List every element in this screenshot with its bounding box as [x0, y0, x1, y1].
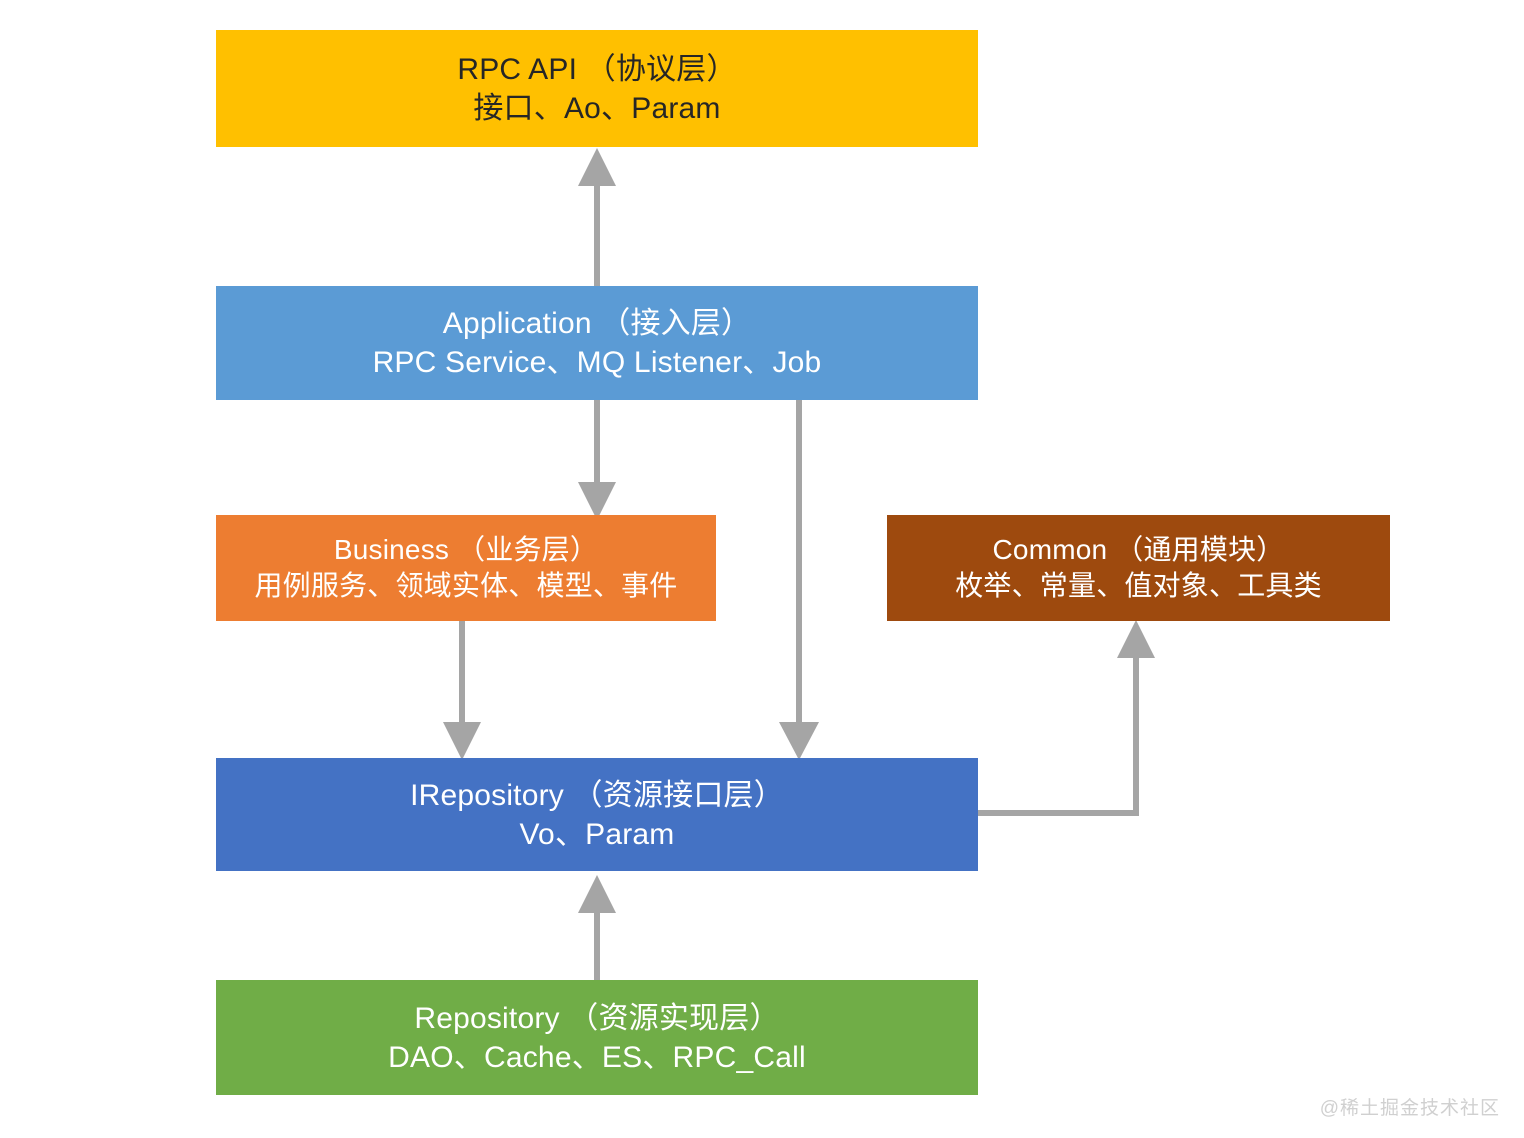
- watermark: @稀土掘金技术社区: [1319, 1098, 1500, 1119]
- layer-box-rpc-api[interactable]: RPC API （协议层） 接口、Ao、Param: [216, 30, 978, 147]
- layer-title-common: Common （通用模块）: [992, 533, 1285, 565]
- layer-title-business: Business （业务层）: [333, 533, 599, 565]
- arrow-repository-to-irepository: [578, 875, 616, 980]
- layer-title-application: Application （接入层）: [442, 307, 752, 340]
- arrow-application-to-rpc-api: [578, 148, 616, 286]
- arrow-application-to-business: [578, 400, 616, 520]
- arrow-application-to-irepository: [779, 400, 819, 760]
- layer-title-repository: Repository （资源实现层）: [414, 1001, 780, 1035]
- layer-box-application[interactable]: Application （接入层） RPC Service、MQ Listene…: [216, 286, 978, 400]
- arrow-business-to-irepository: [443, 621, 481, 760]
- layer-box-repository[interactable]: Repository （资源实现层） DAO、Cache、ES、RPC_Call: [216, 980, 978, 1095]
- layer-subtitle-irepository: Vo、Param: [519, 817, 675, 851]
- layer-title-irepository: IRepository （资源接口层）: [410, 778, 784, 812]
- layer-title-rpc-api: RPC API （协议层）: [457, 52, 737, 86]
- arrow-irepository-to-common: [977, 620, 1155, 816]
- layer-subtitle-rpc-api: 接口、Ao、Param: [473, 91, 721, 125]
- layer-subtitle-common: 枚举、常量、值对象、工具类: [955, 570, 1322, 601]
- layer-subtitle-application: RPC Service、MQ Listener、Job: [372, 346, 822, 379]
- layer-box-common[interactable]: Common （通用模块） 枚举、常量、值对象、工具类: [887, 515, 1390, 621]
- layer-box-business[interactable]: Business （业务层） 用例服务、领域实体、模型、事件: [216, 515, 716, 621]
- layer-subtitle-repository: DAO、Cache、ES、RPC_Call: [388, 1040, 806, 1074]
- layer-box-irepository[interactable]: IRepository （资源接口层） Vo、Param: [216, 758, 978, 871]
- layer-subtitle-business: 用例服务、领域实体、模型、事件: [254, 570, 678, 601]
